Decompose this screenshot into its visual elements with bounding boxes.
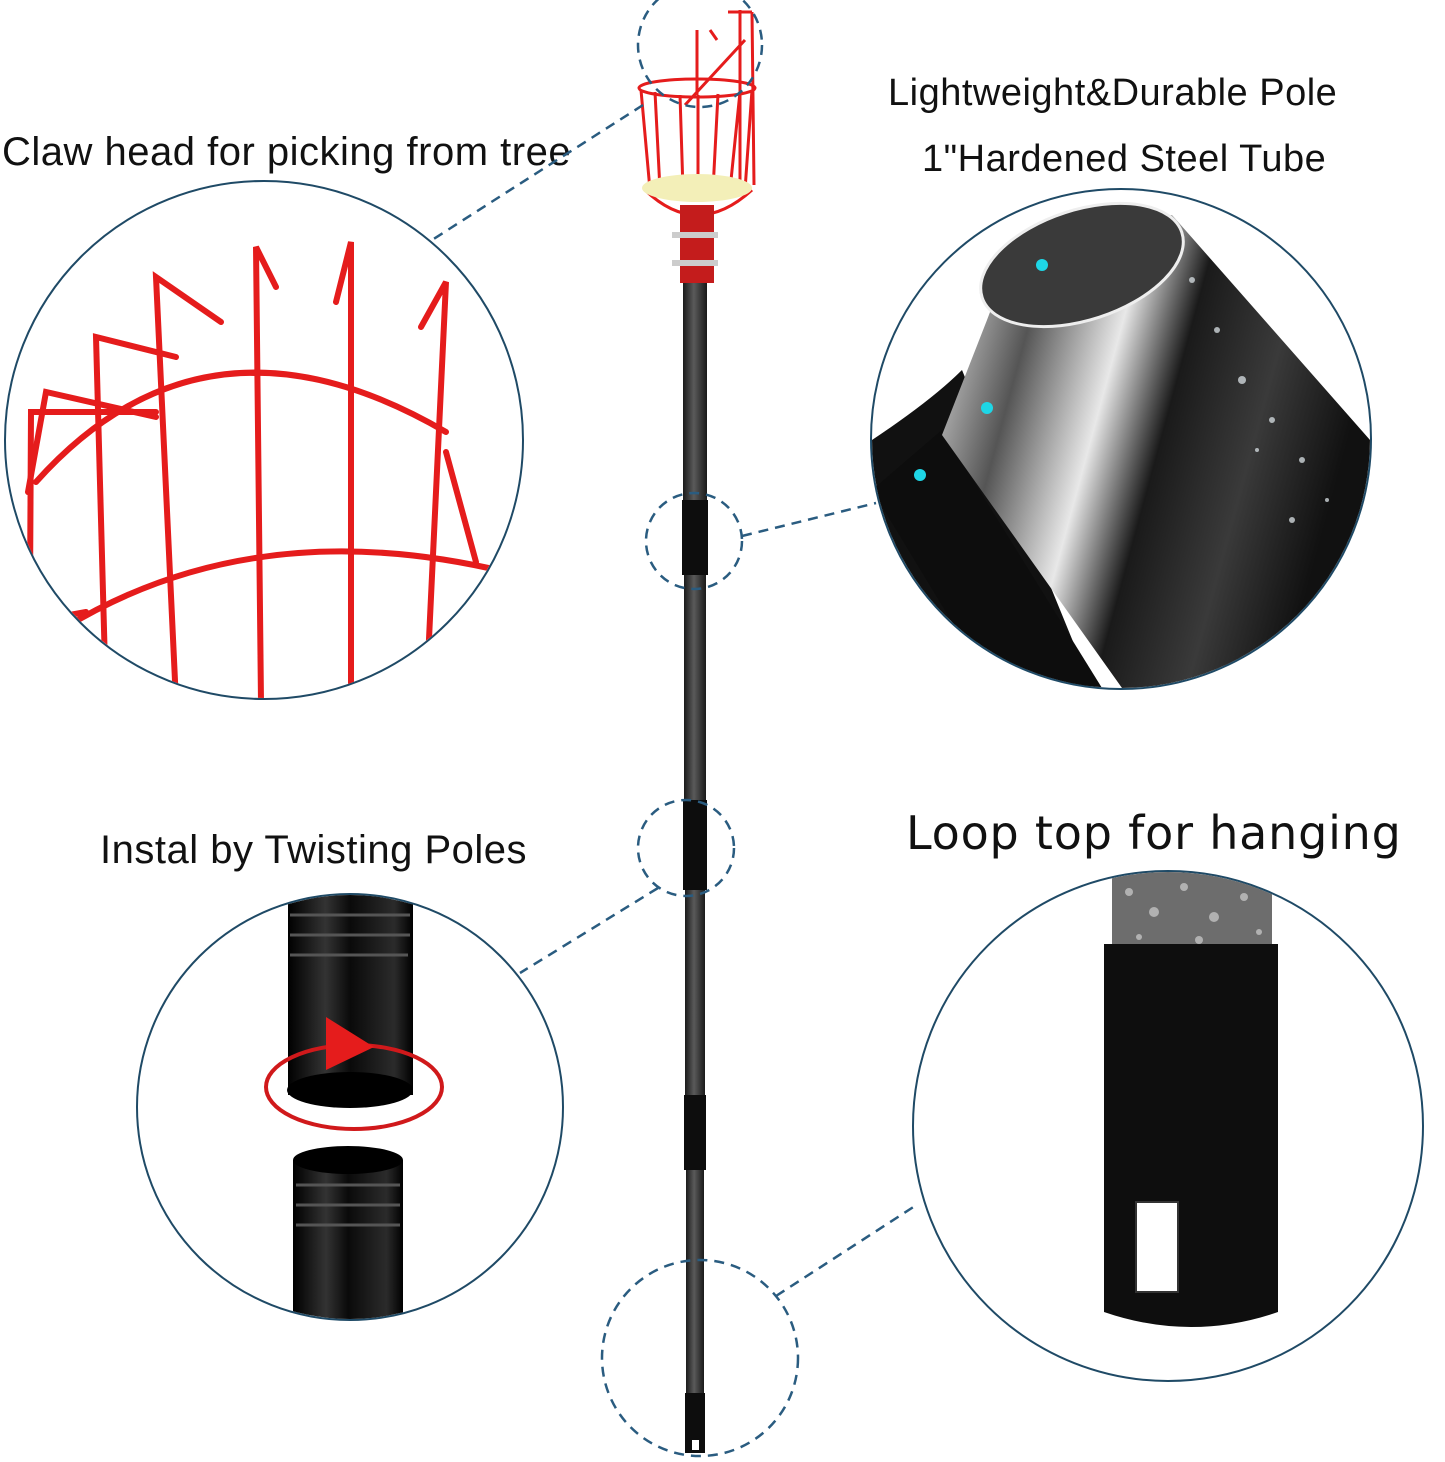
rotation-arrow-icon: [326, 1017, 374, 1070]
loop-top-label: Loop top for hanging: [906, 806, 1402, 860]
claw-head-closeup: [4, 180, 524, 700]
claw-head-label: Claw head for picking from tree: [2, 130, 572, 174]
twisting-poles-label: Instal by Twisting Poles: [100, 828, 528, 872]
foam-cushion: [642, 174, 752, 202]
hanging-loop-hole-icon: [1135, 1201, 1179, 1293]
red-wire-basket-icon: [25, 241, 509, 698]
steel-tube-icon: [872, 201, 1370, 688]
steel-tube-closeup: [870, 188, 1372, 690]
lightweight-pole-label: Lightweight&Durable Pole: [888, 72, 1338, 114]
loop-end-closeup: [912, 870, 1424, 1382]
twist-joint-icon: [264, 895, 444, 1319]
end-cap-loop-icon: [1104, 872, 1278, 1327]
steel-tube-label: 1"Hardened Steel Tube: [922, 138, 1327, 180]
telescopic-pole: [682, 283, 708, 1453]
picker-head: [637, 10, 757, 217]
twist-lock-closeup: [136, 893, 564, 1321]
